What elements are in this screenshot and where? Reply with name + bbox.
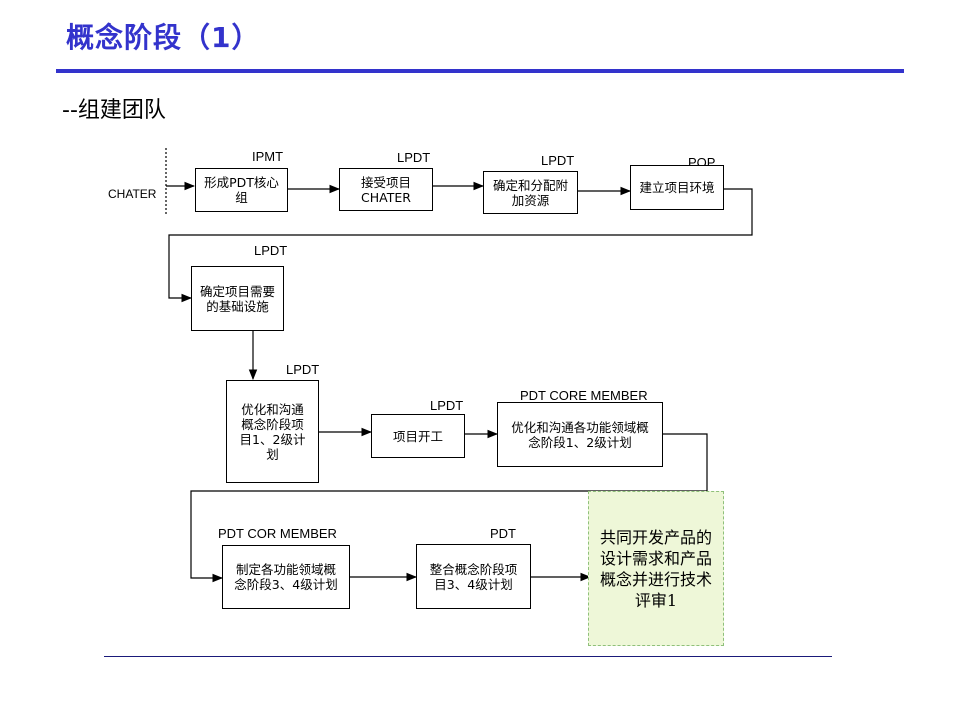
role-confirm-infra: LPDT [254, 243, 288, 258]
role-optimize-domain-plan: PDT CORE MEMBER [520, 388, 648, 403]
step-confirm-infra: 确定项目需要的基础设施 [191, 266, 284, 331]
role-form-core: IPMT [252, 149, 284, 164]
start-label: CHATER [108, 187, 157, 201]
section-subtitle: --组建团队 [62, 98, 166, 123]
step-joint-development: 共同开发产品的设计需求和产品概念并进行技术评审1 [588, 491, 724, 646]
arrow-build-env-to-infra [168, 188, 753, 303]
step-kickoff: 项目开工 [371, 414, 465, 458]
role-kickoff: LPDT [430, 398, 464, 413]
role-make-domain-plan: PDT COR MEMBER [218, 526, 337, 541]
title-divider [56, 69, 904, 73]
footer-divider [104, 656, 832, 657]
role-integrate-plan: PDT [490, 526, 516, 541]
step-build-env: 建立项目环境 [630, 165, 724, 210]
step-optimize-plan: 优化和沟通概念阶段项目1、2级计划 [226, 380, 319, 483]
step-integrate-plan: 整合概念阶段项目3、4级计划 [416, 544, 531, 609]
role-optimize-plan: LPDT [286, 362, 320, 377]
step-accept-project: 接受项目CHATER [339, 168, 433, 211]
step-optimize-domain-plan: 优化和沟通各功能领域概念阶段1、2级计划 [497, 402, 663, 467]
page-title: 概念阶段（1） [66, 21, 261, 54]
role-accept-project: LPDT [397, 150, 431, 165]
step-form-core: 形成PDT核心组 [195, 168, 288, 212]
role-assign-resources: LPDT [541, 153, 575, 168]
arrow-domain-plan-to-make-plan [190, 433, 708, 583]
step-assign-resources: 确定和分配附加资源 [483, 171, 578, 214]
step-make-domain-plan: 制定各功能领域概念阶段3、4级计划 [222, 545, 350, 609]
